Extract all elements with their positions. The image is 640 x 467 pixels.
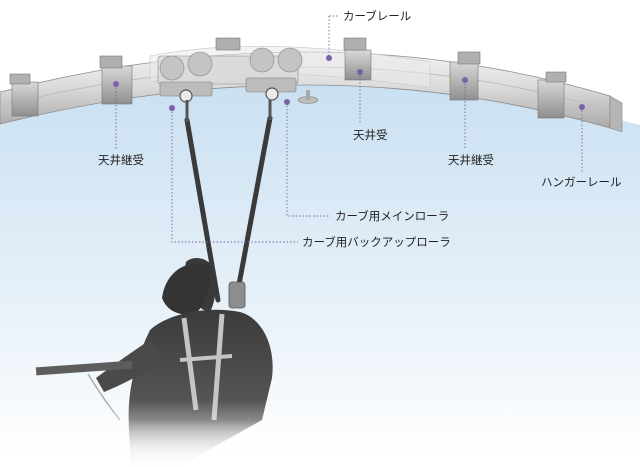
leader-dots	[113, 55, 585, 111]
label-ceiling-mount: 天井受	[353, 128, 388, 142]
top-bracket-center	[215, 37, 241, 51]
label-ceiling-joint-mount-right: 天井継受	[448, 153, 494, 167]
ceiling-joint-mount-right-block	[449, 51, 481, 101]
label-curve-backup-roller: カーブ用バックアップローラ	[302, 235, 451, 249]
rail-left-end-block	[9, 73, 39, 117]
bottom-fade	[0, 400, 640, 467]
leader-curve-rail	[328, 15, 339, 58]
rail-end-block	[537, 71, 567, 119]
leader-backup-roller	[171, 108, 298, 243]
label-curve-main-roller: カーブ用メインローラ	[335, 209, 449, 223]
dot-hanger-rail	[579, 104, 585, 110]
dot-backup-roller	[169, 105, 175, 111]
dot-curve-rail	[326, 55, 332, 61]
leader-lines	[115, 15, 583, 243]
label-ceiling-joint-mount-left: 天井継受	[98, 153, 144, 167]
dot-ceiling-joint-left	[113, 81, 119, 87]
dot-ceiling-joint-right	[462, 77, 468, 83]
ceiling-mount-block	[343, 37, 372, 81]
label-hanger-rail: ハンガーレール	[541, 176, 622, 189]
dot-main-roller	[284, 99, 290, 105]
dot-ceiling-mount	[357, 69, 363, 75]
ceiling-joint-mount-left-block	[99, 55, 133, 105]
lanyard-straps	[184, 100, 273, 309]
label-curve-rail: カーブレール	[343, 9, 411, 23]
trolley-carriage	[157, 47, 319, 104]
